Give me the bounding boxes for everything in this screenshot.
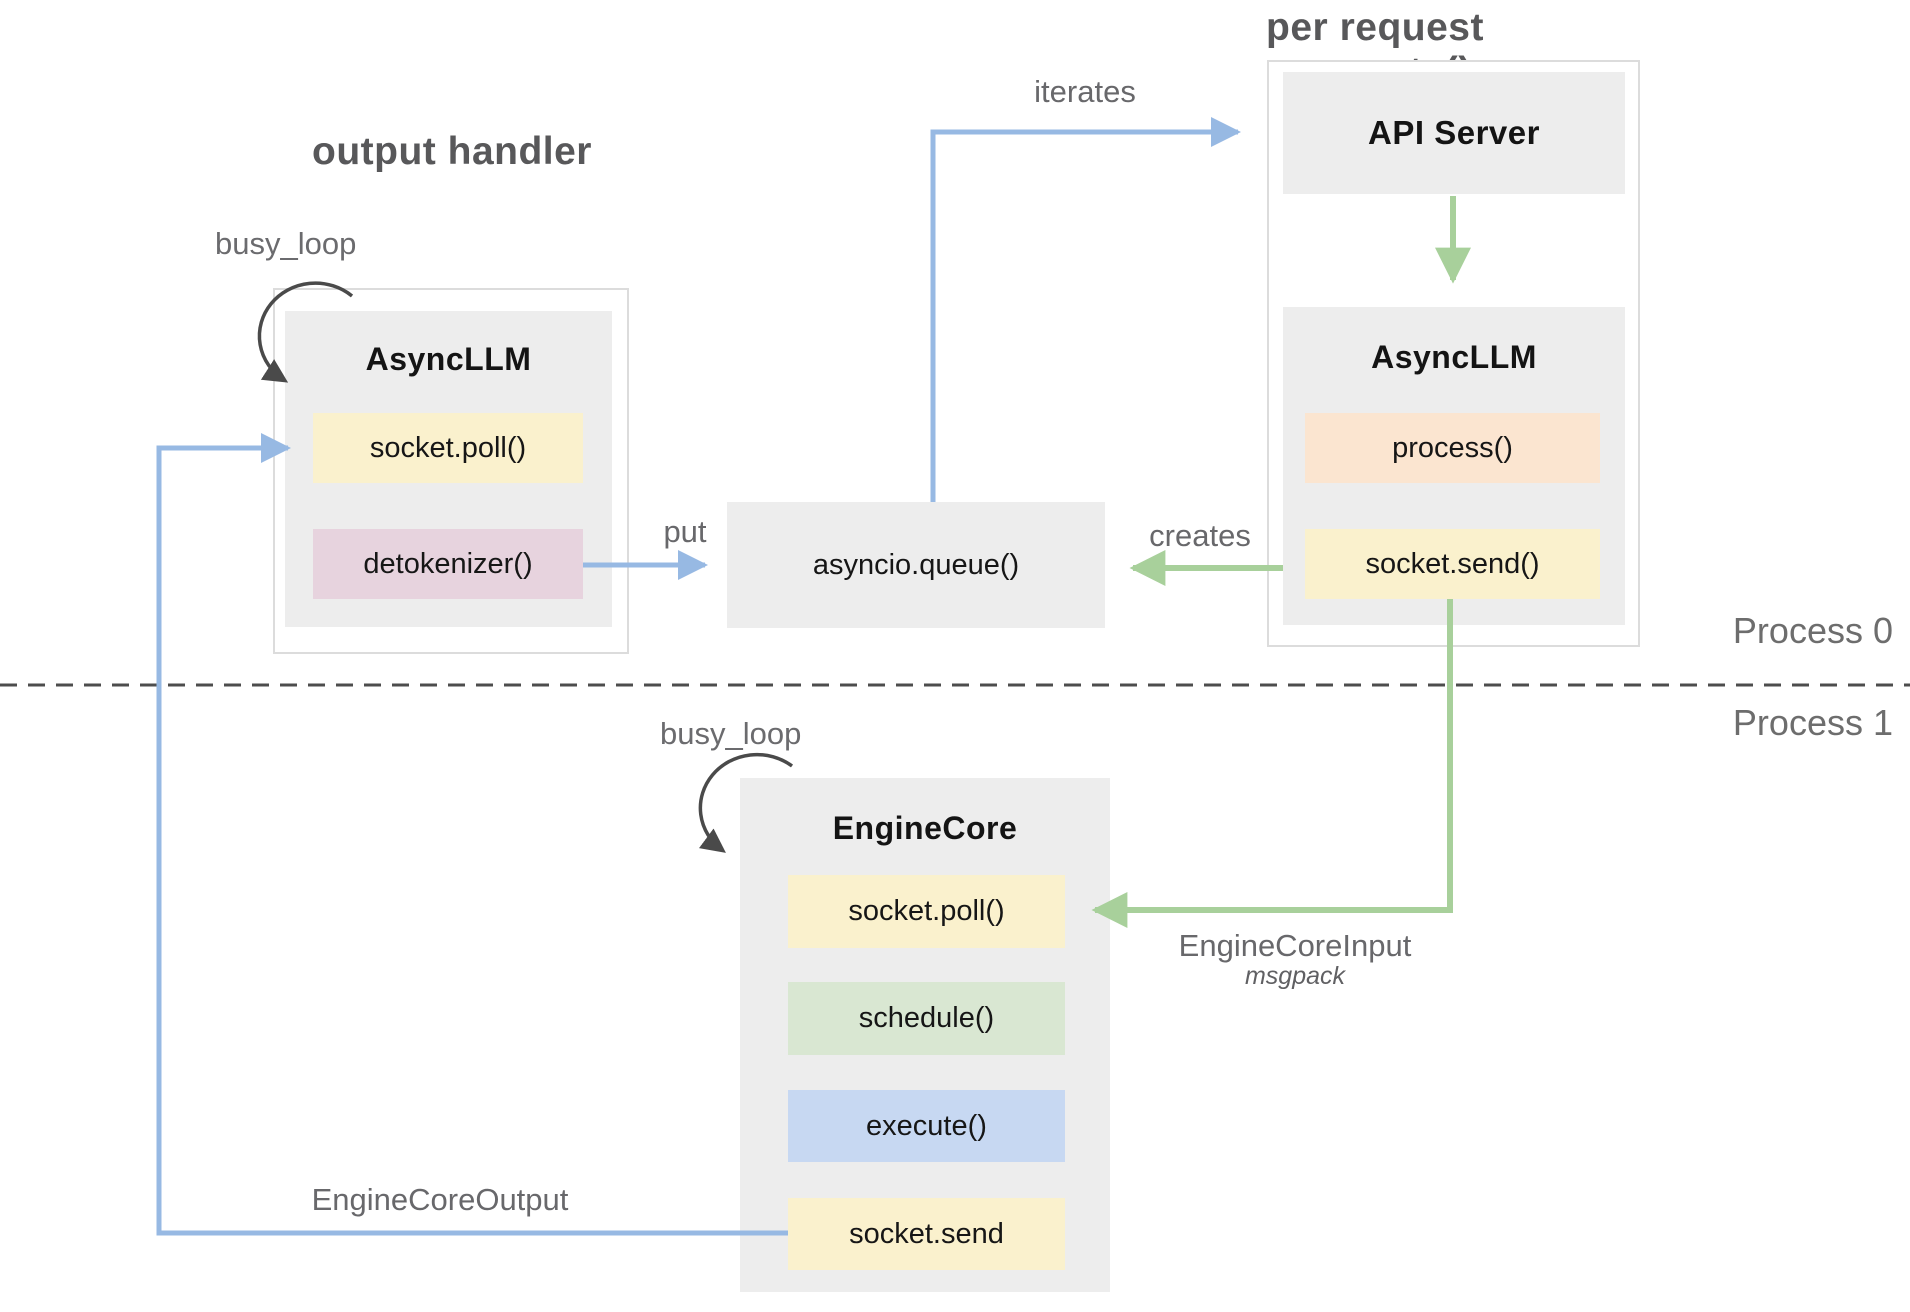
engine-socket-poll-box: socket.poll() <box>788 875 1065 948</box>
right-socket-send-box: socket.send() <box>1305 529 1600 599</box>
output-handler-title: output handler <box>312 130 592 173</box>
process-0-label: Process 0 <box>1732 610 1893 651</box>
api-server-box: API Server <box>1283 72 1625 194</box>
api-server-title: API Server <box>1368 114 1540 151</box>
execute-box: execute() <box>788 1090 1065 1162</box>
engine-core-title: EngineCore <box>832 810 1018 846</box>
busy-loop-label-bottom: busy_loop <box>660 716 802 751</box>
asyncio-queue-box: asyncio.queue() <box>727 502 1105 628</box>
put-label: put <box>663 514 707 549</box>
left-asyncllm-title: AsyncLLM <box>365 341 532 377</box>
right-asyncllm-title: AsyncLLM <box>1371 339 1537 375</box>
engine-core-input-label: EngineCoreInput <box>1178 928 1412 963</box>
process-1-label: Process 1 <box>1732 702 1893 743</box>
left-socket-poll-box: socket.poll() <box>313 413 583 483</box>
creates-label: creates <box>1149 518 1251 553</box>
process-box: process() <box>1305 413 1600 483</box>
busy-loop-label-left: busy_loop <box>215 226 357 261</box>
detokenizer-box: detokenizer() <box>313 529 583 599</box>
iterates-label: iterates <box>1034 74 1136 109</box>
iterates-arrow <box>930 117 1241 502</box>
engine-socket-send-box: socket.send <box>788 1198 1065 1270</box>
schedule-box: schedule() <box>788 982 1065 1055</box>
engine-core-output-label: EngineCoreOutput <box>311 1182 569 1217</box>
msgpack-label: msgpack <box>1244 962 1346 990</box>
